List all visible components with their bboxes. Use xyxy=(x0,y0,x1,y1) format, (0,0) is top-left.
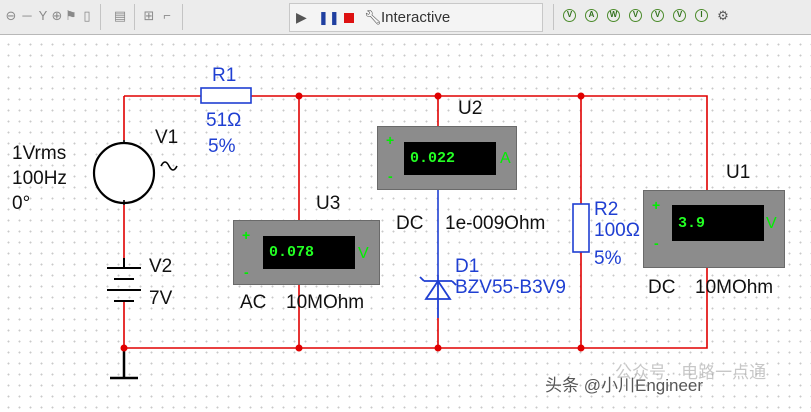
v1-phase: 0° xyxy=(12,193,31,214)
u1-display: 3.9 xyxy=(672,205,764,241)
junction-dot xyxy=(295,92,303,100)
bus-icon[interactable]: ⌐ xyxy=(163,8,171,23)
watermark-text: 头条 @小川Engineer xyxy=(545,376,704,395)
u3-display: 0.078 xyxy=(263,236,355,269)
u1-name: U1 xyxy=(726,162,751,183)
watermark-background-text: 公众号 · 电路一点通 xyxy=(615,363,767,382)
probe-icon[interactable]: ⊖ xyxy=(5,8,17,23)
analysis-current-icon[interactable]: A xyxy=(585,9,598,22)
analysis-voltage-icon[interactable]: V xyxy=(563,9,576,22)
u1-unit: V xyxy=(766,215,777,232)
junction-dot xyxy=(434,344,442,352)
simulation-controls: ▶ ❚❚ 🔧︎ Interactive xyxy=(289,3,543,32)
junction-dot xyxy=(120,344,128,352)
analysis-ref-icon[interactable]: V xyxy=(651,9,664,22)
v1-amplitude: 1Vrms xyxy=(12,143,67,164)
settings-icon[interactable]: ⚙ xyxy=(717,8,729,23)
junction-dot xyxy=(295,344,303,352)
r1-resistor-symbol xyxy=(200,87,252,104)
misc-icon[interactable]: ▤ xyxy=(113,8,127,23)
junction-dot xyxy=(577,344,585,352)
v2-battery-symbol xyxy=(107,258,141,302)
analysis-diff-voltage-icon[interactable]: V xyxy=(629,9,642,22)
u2-resistance: 1e-009Ohm xyxy=(445,213,546,234)
r2-tolerance: 5% xyxy=(594,248,622,269)
u2-multimeter[interactable]: + - 0.022 A xyxy=(377,126,517,190)
r2-resistor-symbol xyxy=(572,203,590,253)
u2-name: U2 xyxy=(458,98,483,119)
ground-icon xyxy=(110,348,138,380)
r1-tolerance: 5% xyxy=(208,136,236,157)
u2-unit: A xyxy=(500,150,511,167)
u1-resistance: 10MOhm xyxy=(695,277,774,298)
analysis-digital-icon[interactable]: V xyxy=(673,9,686,22)
u2-display: 0.022 xyxy=(404,142,496,175)
r1-name: R1 xyxy=(212,65,237,86)
wire-top-rail xyxy=(251,95,708,190)
rf-icon[interactable]: ▯ xyxy=(83,8,91,23)
u3-resistance: 10MOhm xyxy=(286,292,365,313)
simulation-mode-label[interactable]: Interactive xyxy=(381,9,451,26)
u3-unit: V xyxy=(358,245,369,262)
wire-bottom-rail xyxy=(124,268,708,349)
hierarchy-icon[interactable]: ⊞ xyxy=(143,8,155,23)
v1-ac-source-symbol xyxy=(92,140,178,205)
indicator-icon[interactable]: ⊕ xyxy=(51,8,63,23)
transistor-icon[interactable]: Y xyxy=(38,8,48,23)
v2-name: V2 xyxy=(149,256,173,277)
analysis-probe-icon[interactable]: I xyxy=(695,9,708,22)
run-icon[interactable]: ▶ xyxy=(296,9,307,25)
u1-mode: DC xyxy=(648,277,676,298)
toolbar: ⊖ ─ Y ⊕ ⚑ ▯ ▤ ⊞ ⌐ ▶ ❚❚ 🔧︎ Interactive V … xyxy=(0,0,811,35)
junction-dot xyxy=(577,92,585,100)
power-icon[interactable]: ⚑ xyxy=(65,8,77,23)
u3-multimeter[interactable]: + - 0.078 V xyxy=(233,220,380,285)
d1-name: D1 xyxy=(455,256,480,277)
u1-multimeter[interactable]: + - 3.9 V xyxy=(643,190,785,268)
u3-mode: AC xyxy=(240,292,267,313)
stop-icon[interactable] xyxy=(342,4,356,31)
v2-voltage: 7V xyxy=(149,288,173,309)
u2-mode: DC xyxy=(396,213,424,234)
d1-model: BZV55-B3V9 xyxy=(455,277,566,298)
voltage-probe-icon[interactable]: ─ xyxy=(22,8,32,23)
analysis-power-icon[interactable]: W xyxy=(607,9,620,22)
junction-dot xyxy=(434,92,442,100)
r2-value: 100Ω xyxy=(594,220,640,241)
v1-name: V1 xyxy=(155,127,179,148)
r2-name: R2 xyxy=(594,199,619,220)
r1-value: 51Ω xyxy=(206,110,242,131)
u3-name: U3 xyxy=(316,193,341,214)
v1-frequency: 100Hz xyxy=(12,168,67,189)
interactive-settings-icon[interactable]: 🔧︎ xyxy=(364,9,382,25)
d1-zener-symbol xyxy=(419,275,457,318)
